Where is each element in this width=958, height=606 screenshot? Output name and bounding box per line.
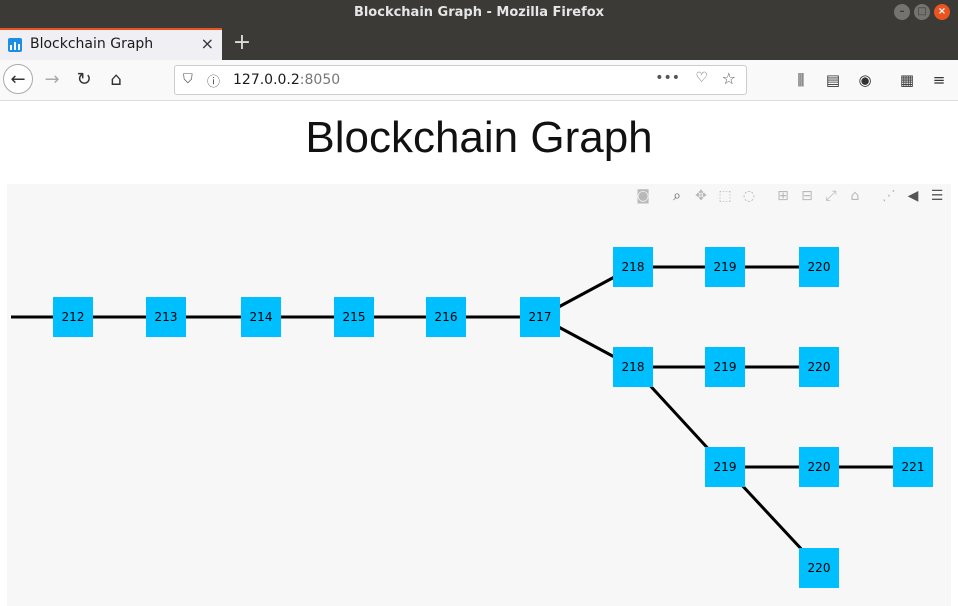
box-select-icon[interactable]: ⬚ bbox=[718, 188, 732, 204]
camera-icon[interactable]: ◙ bbox=[636, 188, 650, 204]
page-actions-icon[interactable]: ••• bbox=[655, 70, 680, 86]
site-info-icon[interactable]: ⓘ bbox=[207, 75, 221, 90]
library-icon[interactable]: ⫼ bbox=[797, 71, 805, 89]
tab-close-icon[interactable]: × bbox=[200, 34, 214, 53]
zoom-out-icon[interactable]: ⊟ bbox=[801, 188, 813, 204]
menu-icon[interactable]: ≡ bbox=[932, 71, 946, 89]
close-window-icon[interactable]: × bbox=[934, 4, 950, 20]
tracking-shield-icon[interactable]: ⛉ bbox=[183, 72, 193, 87]
plot-modebar: ◙ ⌕ ✥ ⬚ ◌ ⊞ ⊟ ⤢ ⌂ ⋰ ◀ ☰ bbox=[631, 186, 949, 206]
favicon-chart-icon bbox=[8, 38, 22, 52]
window-controls: – □ × bbox=[894, 4, 950, 20]
bookmark-star-icon[interactable]: ☆ bbox=[721, 69, 736, 88]
url-bar[interactable]: ⛉ ⓘ 127.0.0.2:8050 ••• ♡ ☆ bbox=[174, 65, 747, 95]
hover-closest-icon[interactable]: ◀ bbox=[907, 188, 919, 204]
reload-button[interactable]: ↻ bbox=[76, 69, 92, 90]
reset-axes-icon[interactable]: ⌂ bbox=[850, 188, 860, 204]
window-titlebar: Blockchain Graph - Mozilla Firefox – □ × bbox=[0, 0, 958, 26]
tab-bar: Blockchain Graph × + bbox=[0, 26, 958, 60]
spike-lines-icon[interactable]: ⋰ bbox=[882, 188, 896, 204]
pocket-icon[interactable]: ♡ bbox=[695, 70, 708, 86]
autoscale-icon[interactable]: ⤢ bbox=[825, 188, 837, 204]
zoom-in-icon[interactable]: ⊞ bbox=[777, 188, 789, 204]
back-button[interactable]: ← bbox=[3, 64, 33, 94]
forward-button[interactable]: → bbox=[44, 69, 60, 90]
new-tab-button[interactable]: + bbox=[232, 30, 252, 55]
graph-plot[interactable]: ◙ ⌕ ✥ ⬚ ◌ ⊞ ⊟ ⤢ ⌂ ⋰ ◀ ☰ bbox=[7, 184, 951, 606]
hover-compare-icon[interactable]: ☰ bbox=[930, 188, 944, 204]
account-icon[interactable]: ◉ bbox=[858, 71, 872, 89]
window-title: Blockchain Graph - Mozilla Firefox bbox=[353, 5, 605, 20]
tab-blockchain-graph[interactable]: Blockchain Graph × bbox=[0, 28, 222, 60]
maximize-icon[interactable]: □ bbox=[914, 4, 930, 20]
tab-title: Blockchain Graph bbox=[30, 36, 154, 52]
lasso-select-icon[interactable]: ◌ bbox=[742, 188, 756, 204]
sidebar-icon[interactable]: ▤ bbox=[825, 71, 841, 89]
url-text[interactable]: 127.0.0.2:8050 bbox=[233, 72, 341, 88]
navigation-toolbar: ← → ↻ ⌂ ⛉ ⓘ 127.0.0.2:8050 ••• ♡ ☆ ⫼ ▤ ◉… bbox=[0, 60, 958, 101]
page-title: Blockchain Graph bbox=[305, 113, 653, 162]
extensions-icon[interactable]: ▦ bbox=[899, 71, 915, 89]
pan-icon[interactable]: ✥ bbox=[695, 188, 707, 204]
minimize-icon[interactable]: – bbox=[894, 4, 910, 20]
home-button[interactable]: ⌂ bbox=[110, 69, 122, 90]
zoom-icon[interactable]: ⌕ bbox=[673, 188, 681, 204]
